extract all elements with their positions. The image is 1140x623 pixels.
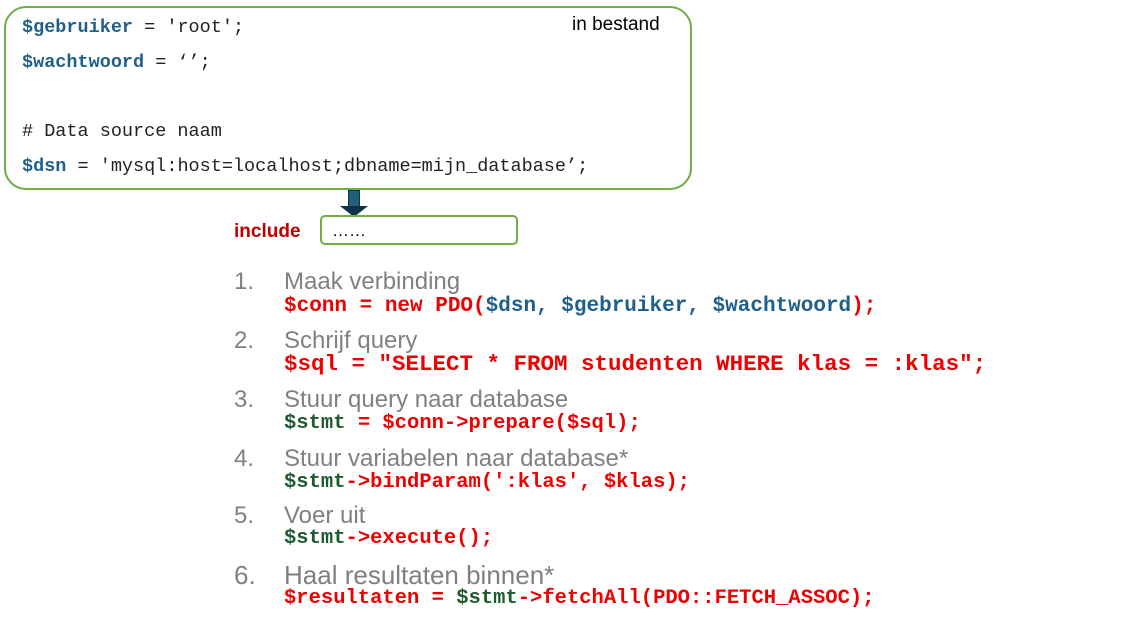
step-6-number: 6. xyxy=(234,560,256,590)
code-part: $gebruiker xyxy=(561,295,688,318)
code-part: $sql = "SELECT * FROM studenten WHERE kl… xyxy=(284,351,987,377)
step-6-code: $resultaten = $stmt->fetchAll(PDO::FETCH… xyxy=(284,587,875,610)
step-5-title: Voer uit xyxy=(284,502,366,529)
code-user-rest: = 'root'; xyxy=(133,17,245,38)
step-5-code: $stmt->execute(); xyxy=(284,527,493,550)
code-part: $dsn xyxy=(485,295,537,318)
step-6-title: Haal resultaten binnen* xyxy=(284,560,555,590)
step-1-title: Maak verbinding xyxy=(284,268,461,295)
code-part: $stmt xyxy=(284,527,346,550)
step-2-title: Schrijf query xyxy=(284,327,418,354)
code-part: , xyxy=(687,295,713,318)
step-4-title: Stuur variabelen naar database* xyxy=(284,445,629,472)
step-1-code: $conn = new PDO($dsn, $gebruiker, $wacht… xyxy=(284,295,876,318)
include-box xyxy=(320,215,518,245)
code-part: $stmt xyxy=(284,471,346,494)
code-part: = $conn->prepare($sql); xyxy=(345,412,641,435)
step-2-number: 2. xyxy=(234,327,255,354)
include-label: include xyxy=(234,221,301,242)
down-arrow-head-icon xyxy=(340,206,368,217)
step-3-code: $stmt = $conn->prepare($sql); xyxy=(284,412,641,435)
code-pass-rest: = ‘’; xyxy=(144,52,211,73)
step-3-title: Stuur query naar database xyxy=(284,386,569,413)
code-part: ->bindParam(':klas', $klas); xyxy=(345,471,690,494)
include-value: …… xyxy=(332,221,366,240)
var-gebruiker: $gebruiker xyxy=(22,17,134,38)
code-line-comment: # Data source naam xyxy=(22,121,222,142)
var-dsn: $dsn xyxy=(22,156,67,177)
code-part: ); xyxy=(851,295,877,318)
code-part: $wachtwoord xyxy=(712,295,852,318)
step-3-number: 3. xyxy=(234,386,255,413)
step-4-code: $stmt->bindParam(':klas', $klas); xyxy=(284,471,690,494)
code-part: $stmt xyxy=(456,587,518,610)
code-part: ->execute(); xyxy=(345,527,494,550)
file-label: in bestand xyxy=(572,14,660,35)
code-part: $stmt xyxy=(284,412,346,435)
step-4-number: 4. xyxy=(234,445,255,472)
code-part: , xyxy=(536,295,562,318)
code-line-dsn: $dsn = 'mysql:host=localhost;dbname=mijn… xyxy=(22,156,588,177)
config-file-box xyxy=(4,6,692,190)
step-5-number: 5. xyxy=(234,502,255,529)
step-1-number: 1. xyxy=(234,268,255,295)
code-part: $conn = new PDO( xyxy=(284,295,486,318)
code-dsn-rest: = 'mysql:host=localhost;dbname=mijn_data… xyxy=(66,156,589,177)
code-part: ->fetchAll(PDO::FETCH_ASSOC); xyxy=(517,587,875,610)
code-part: $resultaten = xyxy=(284,587,457,610)
step-2-code: $sql = "SELECT * FROM studenten WHERE kl… xyxy=(284,351,986,377)
var-wachtwoord: $wachtwoord xyxy=(22,52,145,73)
code-line-pass: $wachtwoord = ‘’; xyxy=(22,52,211,73)
code-line-user: $gebruiker = 'root'; xyxy=(22,17,244,38)
